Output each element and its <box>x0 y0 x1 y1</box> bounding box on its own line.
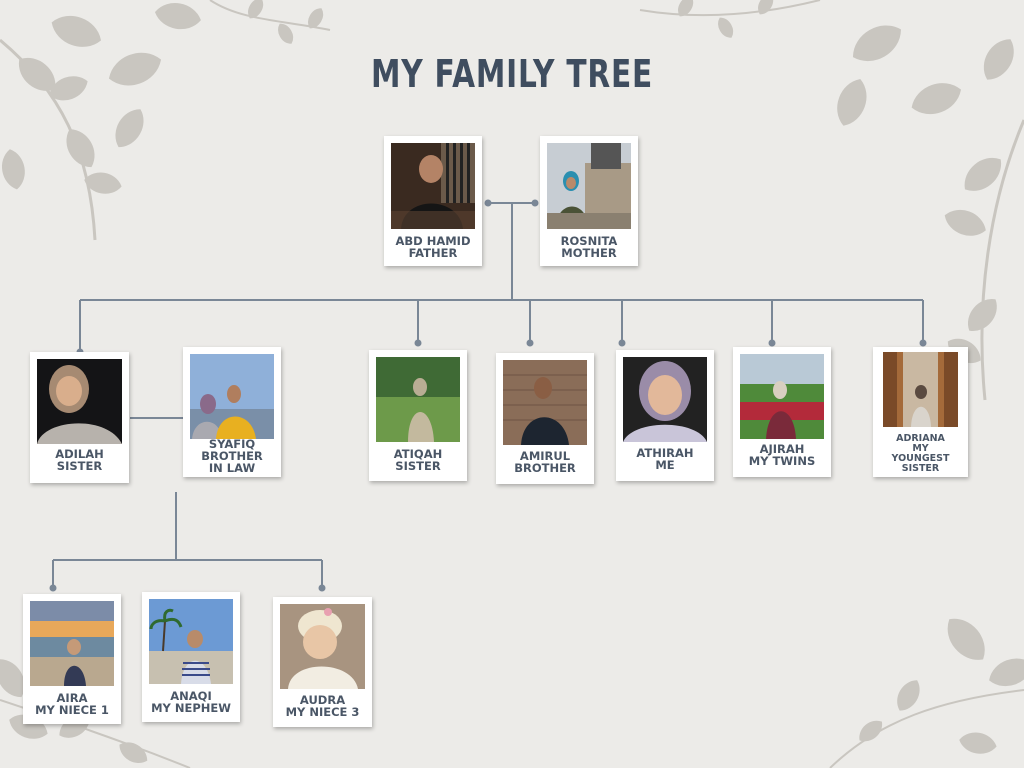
member-relation: SISTER <box>395 459 441 473</box>
member-card-anaqi[interactable]: ANAQI MY NEPHEW <box>142 592 240 722</box>
member-relation: BROTHER <box>514 461 576 475</box>
member-card-athirah[interactable]: ATHIRAH ME <box>616 350 714 481</box>
leaf-branch-icon <box>0 0 331 241</box>
member-caption: ROSNITA MOTHER <box>540 235 638 259</box>
member-name: ROSNITA <box>560 234 618 248</box>
member-relation: MY TWINS <box>748 454 816 468</box>
member-relation-line: YOUNGEST <box>891 453 950 464</box>
member-photo <box>376 357 460 442</box>
member-card-abd-hamid[interactable]: ABD HAMID FATHER <box>384 136 482 266</box>
member-card-amirul[interactable]: AMIRUL BROTHER <box>496 353 594 484</box>
member-photo <box>740 354 824 439</box>
member-photo <box>547 143 631 229</box>
member-card-audra[interactable]: AUDRA MY NIECE 3 <box>273 597 372 727</box>
member-caption: AIRA MY NIECE 1 <box>23 692 121 716</box>
member-relation-line: SISTER <box>901 463 940 474</box>
member-caption: ADILAH SISTER <box>30 448 129 472</box>
member-name: AIRA <box>56 691 88 705</box>
member-card-rosnita[interactable]: ROSNITA MOTHER <box>540 136 638 266</box>
connector-dot <box>919 339 927 347</box>
member-name: ATHIRAH <box>636 446 694 460</box>
member-name: SYAFIQ <box>208 437 256 451</box>
member-card-atiqah[interactable]: ATIQAH SISTER <box>369 350 467 481</box>
member-caption: SYAFIQ BROTHER IN LAW <box>183 438 281 474</box>
member-photo <box>149 599 233 684</box>
member-card-adilah[interactable]: ADILAH SISTER <box>30 352 129 483</box>
member-photo <box>280 604 365 689</box>
member-photo <box>37 359 122 444</box>
connector-dot <box>484 199 492 207</box>
member-relation: MY NIECE 3 <box>285 705 360 719</box>
connector-dot <box>414 339 422 347</box>
member-caption: ADRIANA MY YOUNGEST SISTER <box>873 434 968 474</box>
member-relation: SISTER <box>56 459 103 473</box>
member-card-aira[interactable]: AIRA MY NIECE 1 <box>23 594 121 724</box>
member-photo <box>623 357 707 442</box>
member-caption: ANAQI MY NEPHEW <box>142 690 240 714</box>
member-relation: ME <box>655 458 675 472</box>
member-caption: AJIRAH MY TWINS <box>733 443 831 467</box>
member-relation-line: MY <box>912 443 929 454</box>
member-photo <box>503 360 587 445</box>
member-relation: MY NIECE 1 <box>35 703 109 717</box>
member-caption: ABD HAMID FATHER <box>384 235 482 259</box>
member-card-syafiq[interactable]: SYAFIQ BROTHER IN LAW <box>183 347 281 477</box>
connector-dot <box>618 339 626 347</box>
connector-dot <box>526 339 534 347</box>
member-name: ANAQI <box>170 689 212 703</box>
connector-dot <box>531 199 539 207</box>
leaf-branch-icon <box>829 610 1024 768</box>
member-caption: ATHIRAH ME <box>616 447 714 471</box>
member-name: AJIRAH <box>759 442 805 456</box>
member-relation: MOTHER <box>561 246 617 260</box>
connector-dot <box>49 584 57 592</box>
member-name: ADILAH <box>55 447 104 461</box>
member-caption: ATIQAH SISTER <box>369 448 467 472</box>
member-relation: FATHER <box>408 246 458 260</box>
leaf-branch-icon <box>639 0 1024 401</box>
member-card-adriana[interactable]: ADRIANA MY YOUNGEST SISTER <box>873 347 968 477</box>
member-name: ATIQAH <box>393 447 443 461</box>
member-photo <box>883 352 958 427</box>
member-name: AUDRA <box>299 693 346 707</box>
leaf-branch-icon <box>0 653 191 768</box>
connector-dot <box>768 339 776 347</box>
member-photo <box>391 143 475 229</box>
member-name: ADRIANA <box>896 433 945 444</box>
member-card-ajirah[interactable]: AJIRAH MY TWINS <box>733 347 831 477</box>
member-photo <box>190 354 274 439</box>
page-title: MY FAMILY TREE <box>370 52 654 96</box>
member-photo <box>30 601 114 686</box>
member-name: ABD HAMID <box>395 234 471 248</box>
member-name: AMIRUL <box>519 449 571 463</box>
member-relation: MY NEPHEW <box>151 701 231 715</box>
member-caption: AMIRUL BROTHER <box>496 450 594 474</box>
connector-dot <box>318 584 326 592</box>
member-caption: AUDRA MY NIECE 3 <box>273 694 372 718</box>
member-relation: BROTHER IN LAW <box>201 449 263 475</box>
